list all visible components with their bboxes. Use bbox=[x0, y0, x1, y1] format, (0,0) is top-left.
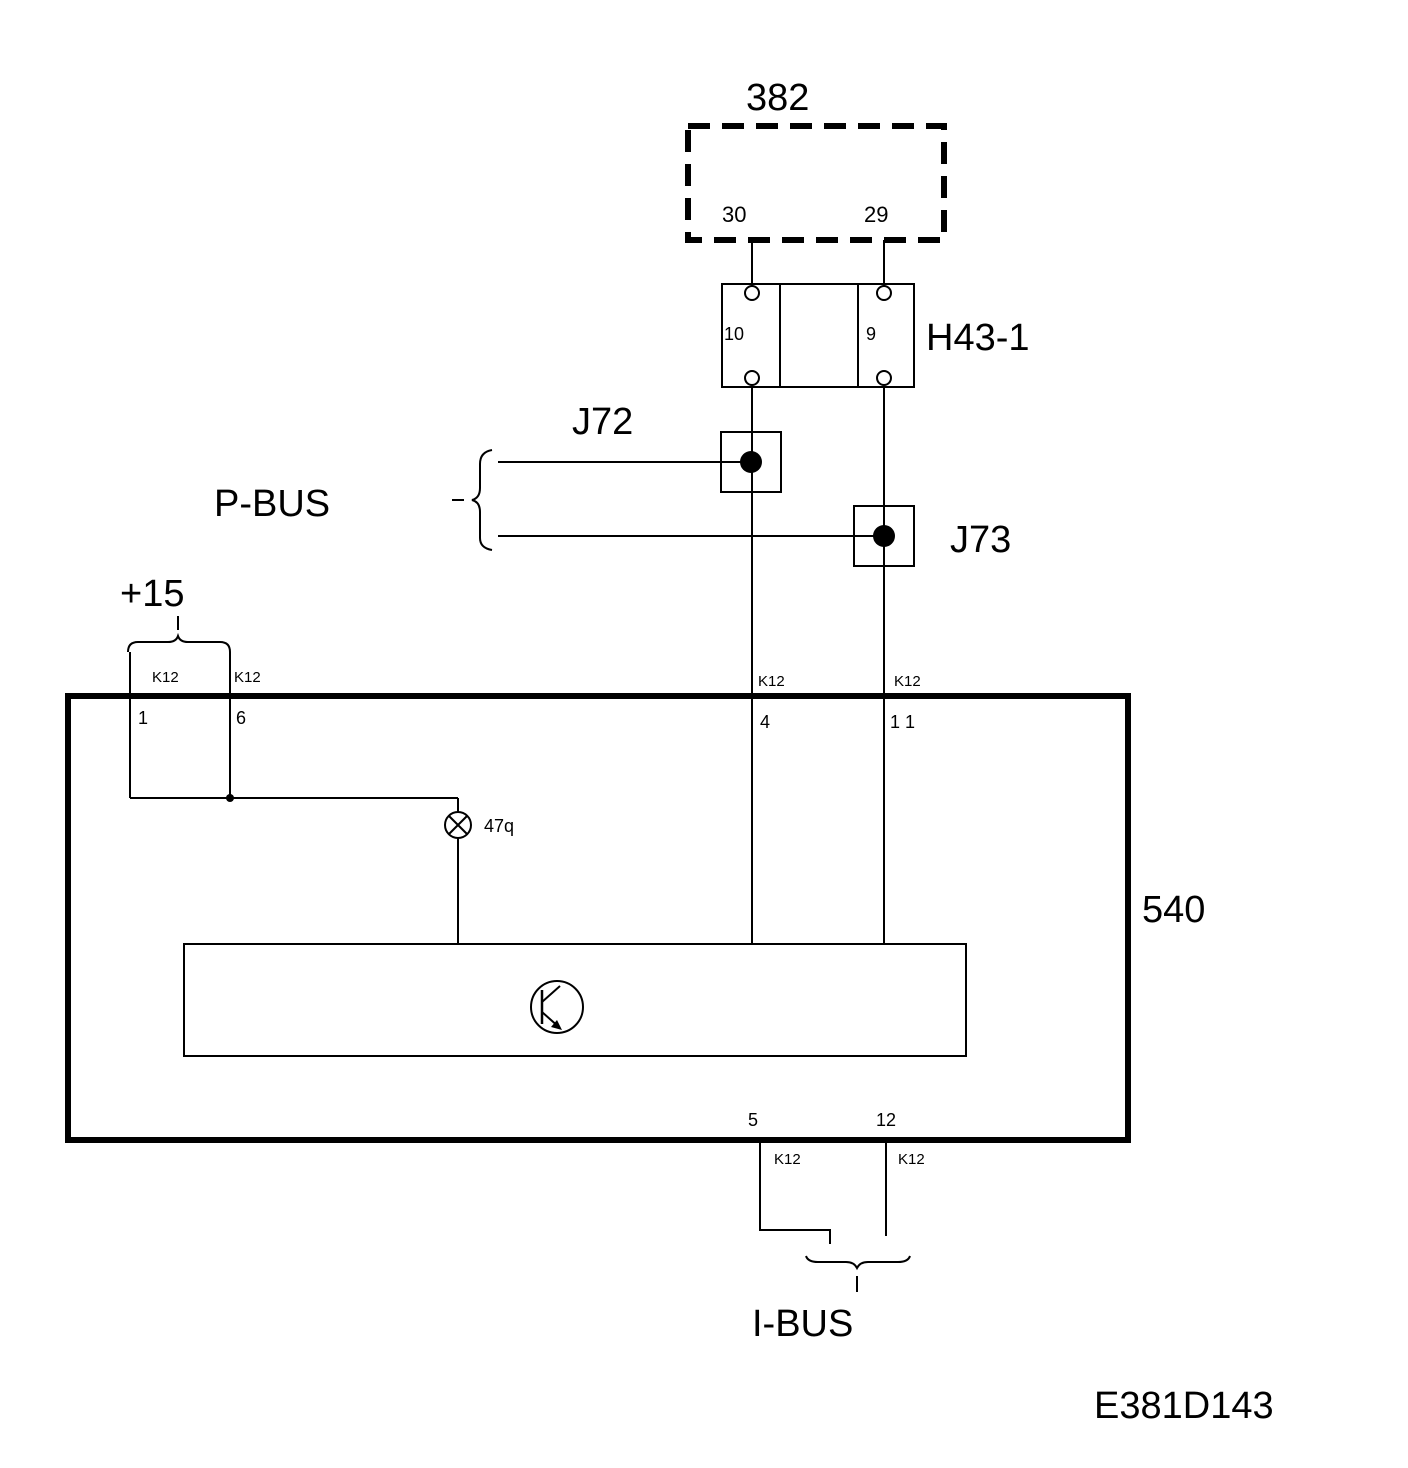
ibus-label: I-BUS bbox=[752, 1303, 853, 1345]
supply-junction-dot bbox=[226, 794, 234, 802]
k12-tag-pin4: K12 bbox=[758, 673, 785, 690]
connector-h43-1 bbox=[721, 283, 915, 388]
component-382-box bbox=[685, 123, 947, 243]
bulb-47q-icon bbox=[444, 811, 472, 839]
component-382-label: 382 bbox=[746, 77, 809, 119]
supply-15-brace bbox=[127, 632, 231, 653]
k12-tag-pin12: K12 bbox=[898, 1151, 925, 1168]
pin-k12-4: 4 bbox=[760, 712, 770, 732]
pin-k12-1: 1 bbox=[138, 708, 148, 728]
splice-j73-label: J73 bbox=[950, 519, 1011, 561]
supply-15-label: +15 bbox=[120, 573, 184, 615]
module-540-box bbox=[65, 693, 1131, 1143]
pin-h43-10: 10 bbox=[724, 324, 744, 344]
connector-h43-label: H43-1 bbox=[926, 317, 1030, 359]
wire-pin5 bbox=[759, 1140, 831, 1244]
pin-k12-5: 5 bbox=[748, 1110, 758, 1130]
k12-tag-pin6: K12 bbox=[234, 669, 261, 686]
k12-tag-pin1: K12 bbox=[152, 669, 179, 686]
pin-k12-11: 1 1 bbox=[890, 712, 915, 732]
pin-h43-9: 9 bbox=[866, 324, 876, 344]
bulb-47q-label: 47q bbox=[484, 816, 514, 836]
ibus-brace bbox=[805, 1255, 911, 1271]
pin-k12-12: 12 bbox=[876, 1110, 896, 1130]
pbus-label: P-BUS bbox=[214, 483, 330, 525]
electronics-block bbox=[183, 943, 967, 1057]
pbus-brace bbox=[471, 449, 493, 551]
transistor-icon bbox=[530, 980, 584, 1034]
pin-k12-6: 6 bbox=[236, 708, 246, 728]
pin-382-29: 29 bbox=[864, 202, 888, 227]
module-540-label: 540 bbox=[1142, 889, 1205, 931]
k12-tag-pin5: K12 bbox=[774, 1151, 801, 1168]
pin-382-30: 30 bbox=[722, 202, 746, 227]
splice-j72-label: J72 bbox=[572, 401, 633, 443]
drawing-id: E381D143 bbox=[1094, 1385, 1274, 1427]
k12-tag-pin11: K12 bbox=[894, 673, 921, 690]
